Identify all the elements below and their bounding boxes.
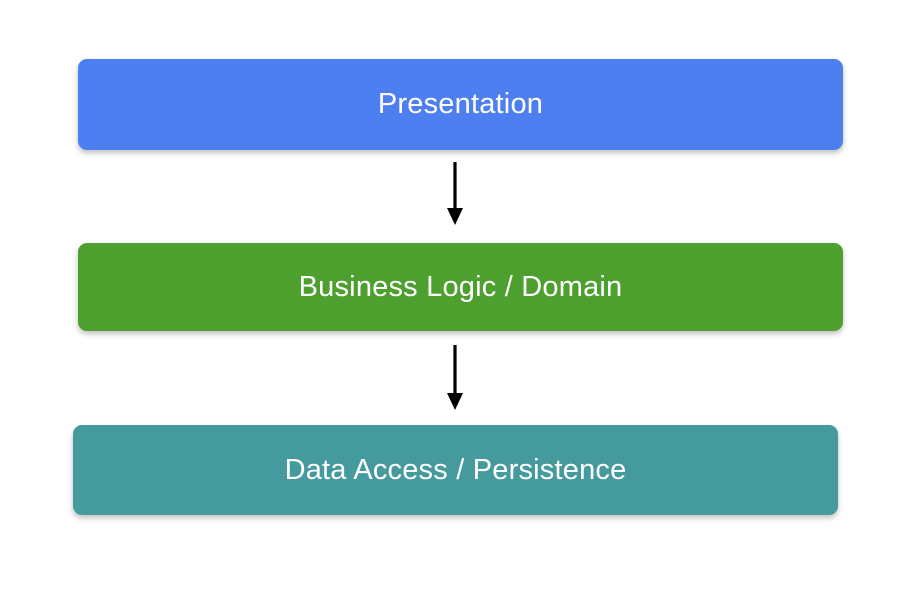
layer-box-data-access[interactable]: Data Access / Persistence (73, 425, 838, 515)
layer-label-presentation: Presentation (377, 88, 544, 120)
arrow-presentation-to-business-icon (447, 162, 463, 225)
arrow-business-to-data-icon (447, 345, 463, 410)
layer-box-business-logic[interactable]: Business Logic / Domain (78, 243, 843, 331)
layer-box-presentation[interactable]: Presentation (78, 59, 843, 150)
layer-label-data-access: Data Access / Persistence (284, 453, 627, 486)
layer-label-business-logic: Business Logic / Domain (298, 270, 623, 303)
